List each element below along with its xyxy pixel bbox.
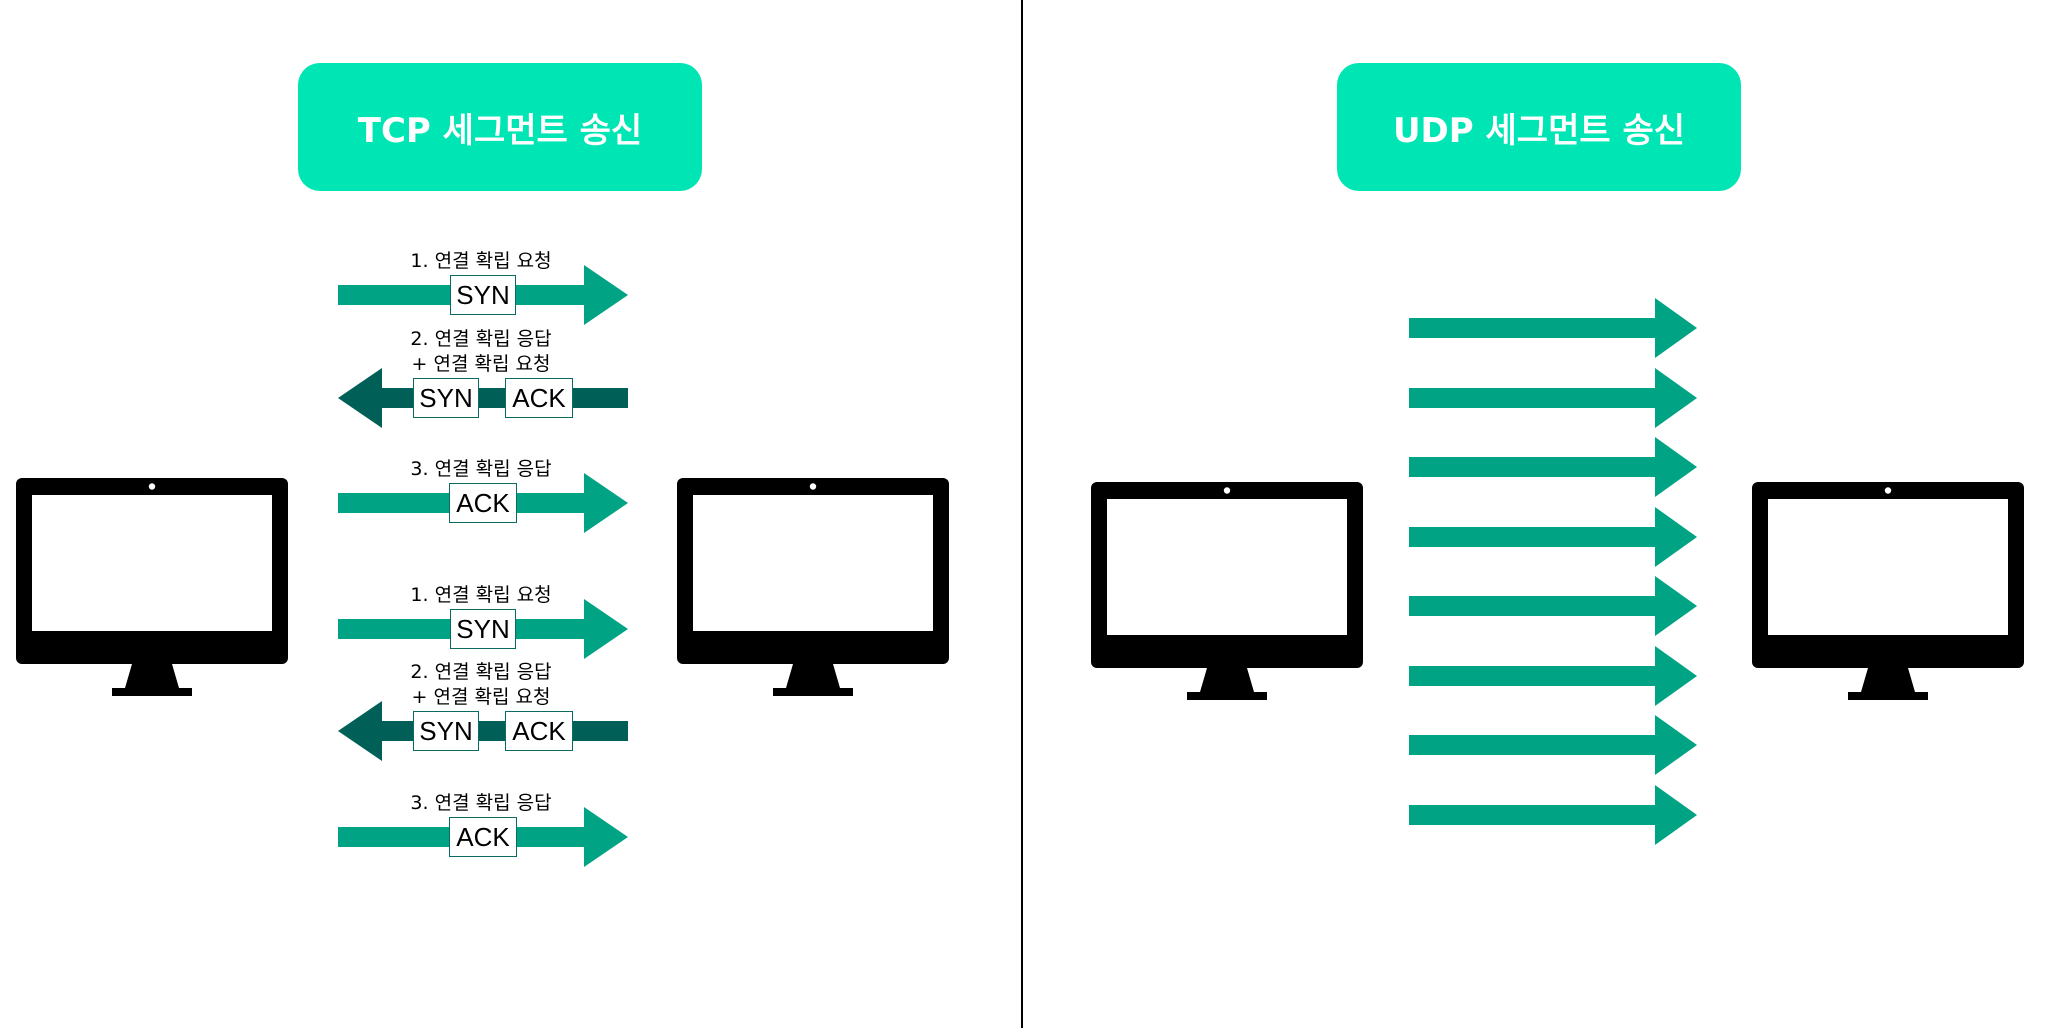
udp-forward-arrow-icon [1409,367,1697,428]
udp-forward-arrow-icon [1409,298,1697,358]
segment-box-ack: ACK [449,817,517,857]
udp-forward-arrow-icon [1409,784,1697,845]
udp-forward-arrow-icon [1409,645,1697,706]
step-label: 2. 연결 확립 응답 [410,661,552,683]
tcp-title: TCP 세그먼트 송신 [357,110,643,151]
udp-title-box: UDP 세그먼트 송신 [1337,63,1741,191]
segment-box-ack: ACK [505,711,573,751]
udp-title: UDP 세그먼트 송신 [1392,110,1686,151]
step-label: 1. 연결 확립 요청 [410,584,552,606]
udp-receiver-monitor-icon [1752,482,2024,716]
udp-forward-arrow-icon [1409,437,1697,497]
panel-divider [1021,0,1023,1028]
segment-box-ack: ACK [505,378,573,418]
step-label: 3. 연결 확립 응답 [410,792,552,814]
step-label: + 연결 확립 요청 [411,353,551,375]
step-label: + 연결 확립 요청 [411,686,551,708]
udp-forward-arrow-icon [1409,715,1697,775]
tcp-panel: TCP 세그먼트 송신 1. 연결 확립 요청 SYN 2. 연결 확립 응답 … [0,0,1021,1028]
segment-box-syn: SYN [413,711,479,751]
backward-arrow-icon [338,701,628,761]
segment-box-ack: ACK [449,483,517,523]
segment-box-syn: SYN [413,378,479,418]
tcp-receiver-monitor-icon [677,478,949,712]
udp-sender-monitor-icon [1091,482,1363,716]
segment-box-syn: SYN [450,609,516,649]
backward-arrow-icon [338,368,628,428]
step-label: 3. 연결 확립 응답 [410,458,552,480]
step-label: 1. 연결 확립 요청 [410,250,552,272]
segment-box-syn: SYN [450,275,516,315]
step-label: 2. 연결 확립 응답 [410,328,552,350]
udp-panel: UDP 세그먼트 송신 [1023,0,2056,1028]
tcp-sender-monitor-icon [16,478,288,712]
udp-forward-arrow-icon [1409,576,1697,636]
udp-forward-arrow-icon [1409,506,1697,567]
tcp-title-box: TCP 세그먼트 송신 [298,63,702,191]
